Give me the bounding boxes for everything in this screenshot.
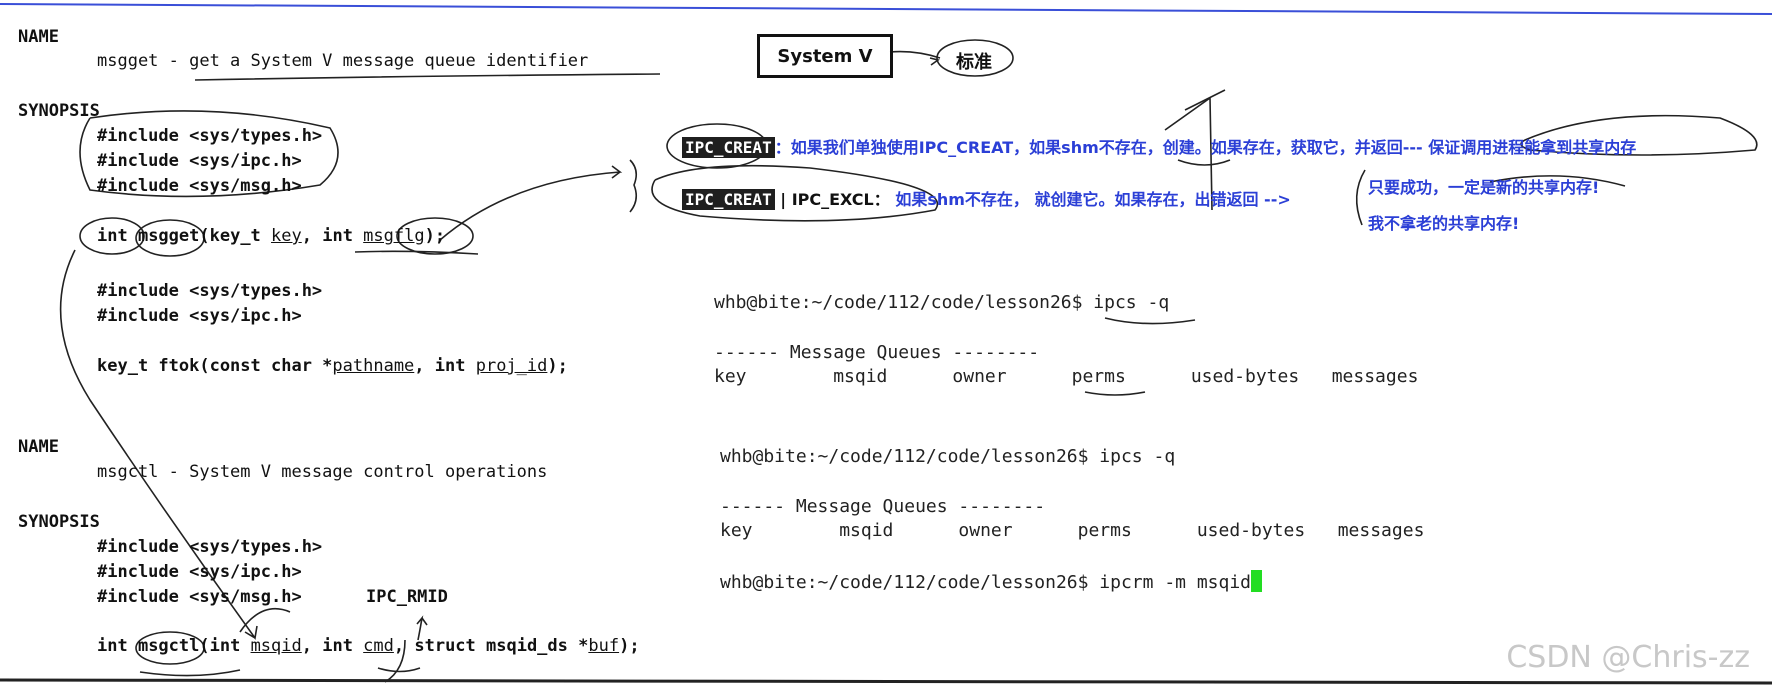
msgget-function: msgget <box>137 226 200 246</box>
ipc-excl-desc: 如果shm不存在， 就创建它。如果存在，出错返回 --> <box>889 190 1291 209</box>
msgctl-arg-buf: buf <box>588 636 620 656</box>
ipc-creat-highlight: IPC_CREAT <box>682 137 775 158</box>
msgctl-arg-cmd: cmd <box>363 636 394 656</box>
name-heading-2: NAME <box>18 437 59 457</box>
msgget-description: msgget - get a System V message queue id… <box>97 51 589 71</box>
standard-label: 标准 <box>956 52 992 73</box>
msgctl-arg-msqid: msqid <box>250 636 302 656</box>
msgctl-signature: int msgctl(int msqid, int cmd, struct ms… <box>97 636 640 656</box>
msgctl-description: msgctl - System V message control operat… <box>97 462 548 482</box>
ipc-creat-desc: ：如果我们单独使用IPC_CREAT，如果shm不存在，创建。如果存在，获取它，… <box>774 138 1637 157</box>
synopsis-heading-2: SYNOPSIS <box>18 512 100 532</box>
include-ipc-2: #include <sys/ipc.h> <box>97 306 302 326</box>
msgctl-function: msgctl <box>137 636 200 656</box>
watermark: CSDN @Chris-zz <box>1506 640 1750 675</box>
note-no-old-shm: 我不拿老的共享内存! <box>1368 214 1520 233</box>
include-ipc-1: #include <sys/ipc.h> <box>97 151 302 171</box>
include-types-2: #include <sys/types.h> <box>97 281 323 301</box>
ipc-creat-highlight-2: IPC_CREAT <box>682 189 775 210</box>
terminal-cols-2: key msqid owner perms used-bytes message… <box>720 520 1425 541</box>
note-new-shm: 只要成功，一定是新的共享内存! <box>1368 178 1600 197</box>
terminal-cols-1: key msqid owner perms used-bytes message… <box>714 366 1419 387</box>
terminal-ipcrm-command: whb@bite:~/code/112/code/lesson26$ ipcrm… <box>720 572 1252 593</box>
terminal-prompt-2: whb@bite:~/code/112/code/lesson26$ ipcs … <box>720 446 1176 467</box>
system-v-box: System V <box>757 34 893 78</box>
terminal-cursor <box>1251 570 1263 592</box>
terminal-header-1: ------ Message Queues -------- <box>714 342 1040 363</box>
ipc-excl-label: | IPC_EXCL： <box>774 190 890 209</box>
ftok-signature: key_t ftok(const char *pathname, int pro… <box>97 356 568 376</box>
ftok-arg-pathname: pathname <box>332 356 415 376</box>
ipc-rmid-note: IPC_RMID <box>366 587 448 607</box>
include-types-3: #include <sys/types.h> <box>97 537 323 557</box>
include-msg-1: #include <sys/msg.h> <box>97 176 302 196</box>
terminal-header-2: ------ Message Queues -------- <box>720 496 1046 517</box>
include-types-1: #include <sys/types.h> <box>97 126 323 146</box>
terminal-prompt-1: whb@bite:~/code/112/code/lesson26$ ipcs … <box>714 292 1170 313</box>
name-heading-1: NAME <box>18 27 59 47</box>
include-msg-3: #include <sys/msg.h> <box>97 587 302 607</box>
msgget-arg-key: key <box>271 226 302 246</box>
ipc-creat-line: IPC_CREAT：如果我们单独使用IPC_CREAT，如果shm不存在，创建。… <box>682 134 1636 158</box>
synopsis-heading-1: SYNOPSIS <box>18 101 100 121</box>
ftok-arg-proj-id: proj_id <box>475 356 548 376</box>
msgget-arg-msgflg: msgflg <box>363 226 425 246</box>
include-ipc-3: #include <sys/ipc.h> <box>97 562 302 582</box>
terminal-prompt-3: whb@bite:~/code/112/code/lesson26$ ipcrm… <box>720 570 1263 593</box>
msgget-signature: int msgget(key_t key, int msgflg); <box>97 226 446 246</box>
ipc-excl-line: IPC_CREAT | IPC_EXCL： 如果shm不存在， 就创建它。如果存… <box>682 186 1291 210</box>
